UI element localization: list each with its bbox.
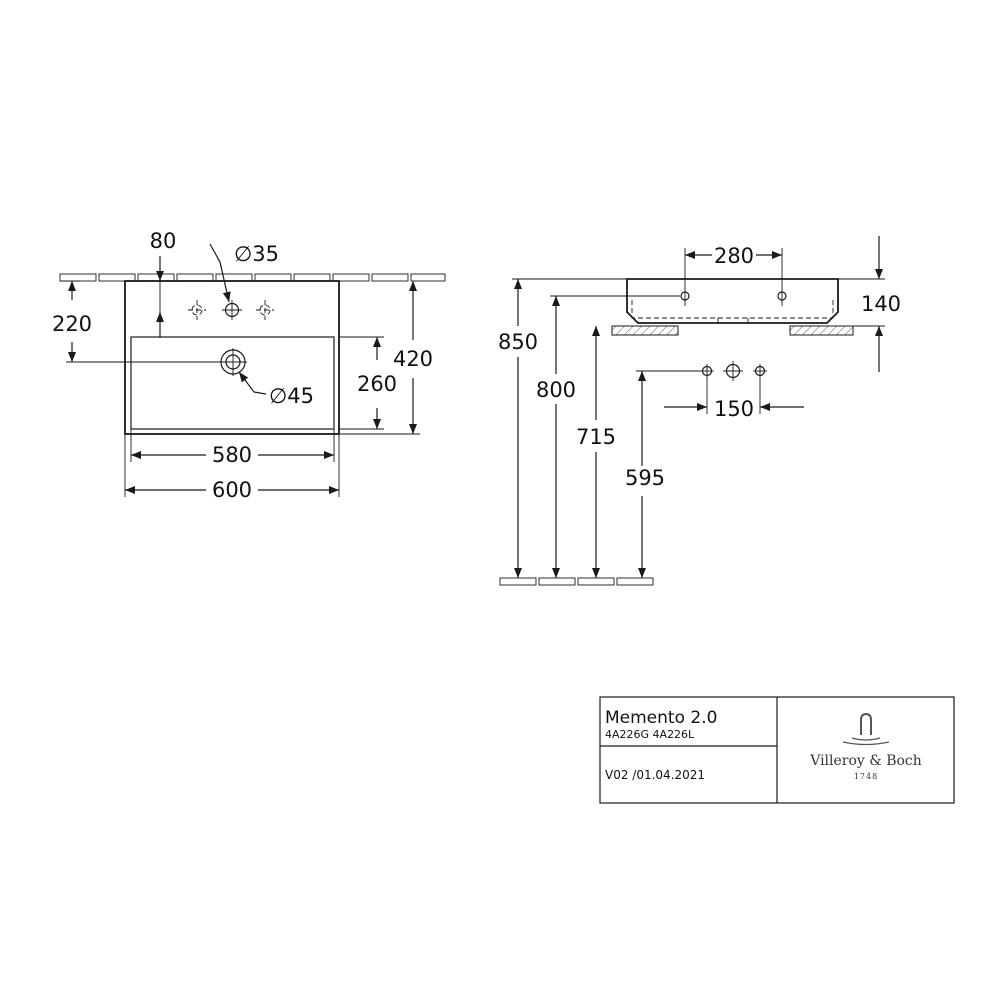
tap-hole-side-right (777, 286, 787, 306)
dim-waste-hole: ∅45 (269, 384, 314, 408)
wall-line (59, 273, 446, 282)
dim-fixing-height: 595 (625, 466, 665, 490)
dim-overall-depth: 420 (393, 347, 433, 371)
waste-outlet (219, 348, 247, 376)
dim-tap-offset: 80 (150, 229, 177, 253)
faucet-icon (842, 712, 890, 746)
mounting-bracket-left (611, 325, 679, 336)
tap-hole-optional-right (256, 300, 274, 320)
tap-hole-side-left (680, 286, 690, 306)
dim-bowl-bottom-height: 715 (576, 425, 616, 449)
drawing-version: V02 /01.04.2021 (605, 768, 705, 782)
dim-fixing-spacing: 150 (714, 397, 754, 421)
brand-year: 1748 (854, 772, 878, 781)
dim-bowl-depth: 260 (357, 372, 397, 396)
bowl-outline (130, 336, 335, 430)
brand-logo: Villeroy & Boch 1748 (809, 712, 922, 781)
mounting-bracket-right (789, 325, 854, 336)
basin-outline (124, 280, 340, 435)
title-block: Memento 2.0 4A226G 4A226L V02 /01.04.202… (599, 696, 955, 804)
fixing-point-center (723, 361, 743, 381)
product-name: Memento 2.0 (605, 708, 717, 728)
dim-tap-depth: 220 (52, 312, 92, 336)
brand-name: Villeroy & Boch (809, 753, 922, 769)
product-codes: 4A226G 4A226L (605, 728, 695, 741)
dim-tap-spacing: 280 (714, 244, 754, 268)
front-view: 80 ∅35 ∅45 220 260 420 580 (52, 229, 446, 502)
fixing-point-right (753, 364, 767, 378)
dim-overall-width: 600 (212, 478, 252, 502)
tap-hole (222, 300, 242, 320)
dim-tap-hole: ∅35 (234, 242, 279, 266)
dim-basin-height: 140 (861, 292, 901, 316)
basin-side-outline (626, 278, 839, 324)
side-view: 280 140 850 800 715 (498, 236, 901, 586)
floor-line (499, 577, 654, 586)
dim-rim-height: 800 (536, 378, 576, 402)
dim-inner-width: 580 (212, 443, 252, 467)
dim-rim-height-overall: 850 (498, 330, 538, 354)
tap-hole-optional-left (188, 300, 206, 320)
